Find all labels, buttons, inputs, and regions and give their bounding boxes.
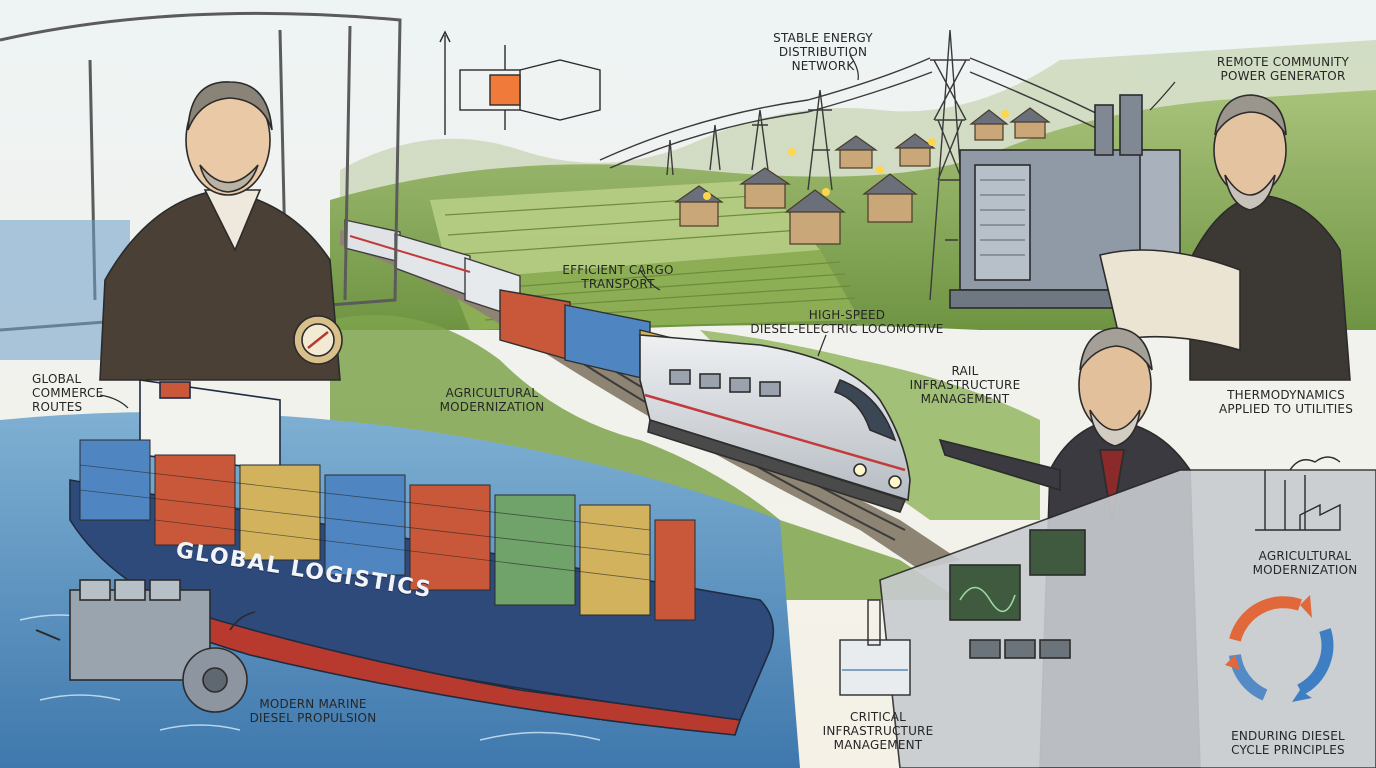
label-thermodynamics: THERMODYNAMICS APPLIED TO UTILITIES bbox=[1218, 388, 1354, 416]
ship-bridge-window bbox=[0, 11, 402, 332]
label-modern-marine: MODERN MARINE DIESEL PROPULSION bbox=[249, 697, 377, 725]
label-rail-infrastructure: RAIL INFRASTRUCTURE MANAGEMENT bbox=[909, 364, 1021, 406]
label-global-commerce: GLOBAL COMMERCE ROUTES bbox=[32, 372, 104, 414]
piston-diagram bbox=[439, 30, 601, 135]
label-critical-infrastructure: CRITICAL INFRASTRUCTURE MANAGEMENT bbox=[822, 710, 934, 752]
label-agricultural-modernization-center: AGRICULTURAL MODERNIZATION bbox=[439, 386, 545, 414]
annotation-arrows bbox=[99, 54, 1176, 409]
diesel-electric-locomotive bbox=[639, 334, 911, 513]
label-stable-energy: STABLE ENERGY DISTRIBUTION NETWORK bbox=[773, 31, 873, 73]
label-efficient-cargo: EFFICIENT CARGO TRANSPORT bbox=[562, 263, 674, 291]
house-lights bbox=[703, 110, 1009, 200]
label-enduring-diesel: ENDURING DIESEL CYCLE PRINCIPLES bbox=[1231, 729, 1345, 757]
village-houses bbox=[674, 107, 1051, 245]
infrastructure-tank bbox=[839, 599, 911, 696]
label-agricultural-modernization-right: AGRICULTURAL MODERNIZATION bbox=[1252, 549, 1358, 577]
engine-icon bbox=[35, 579, 256, 713]
cycle-arrows-icon bbox=[1225, 595, 1334, 702]
label-high-speed-locomotive: HIGH-SPEED DIESEL-ELECTRIC LOCOMOTIVE bbox=[750, 308, 944, 336]
captain-figure bbox=[99, 81, 343, 381]
label-remote-power: REMOTE COMMUNITY POWER GENERATOR bbox=[1216, 55, 1350, 83]
compass-icon bbox=[307, 331, 329, 349]
container-ship bbox=[69, 379, 775, 736]
factory-icon bbox=[1255, 456, 1341, 531]
engineer-figure-top bbox=[1099, 94, 1351, 381]
